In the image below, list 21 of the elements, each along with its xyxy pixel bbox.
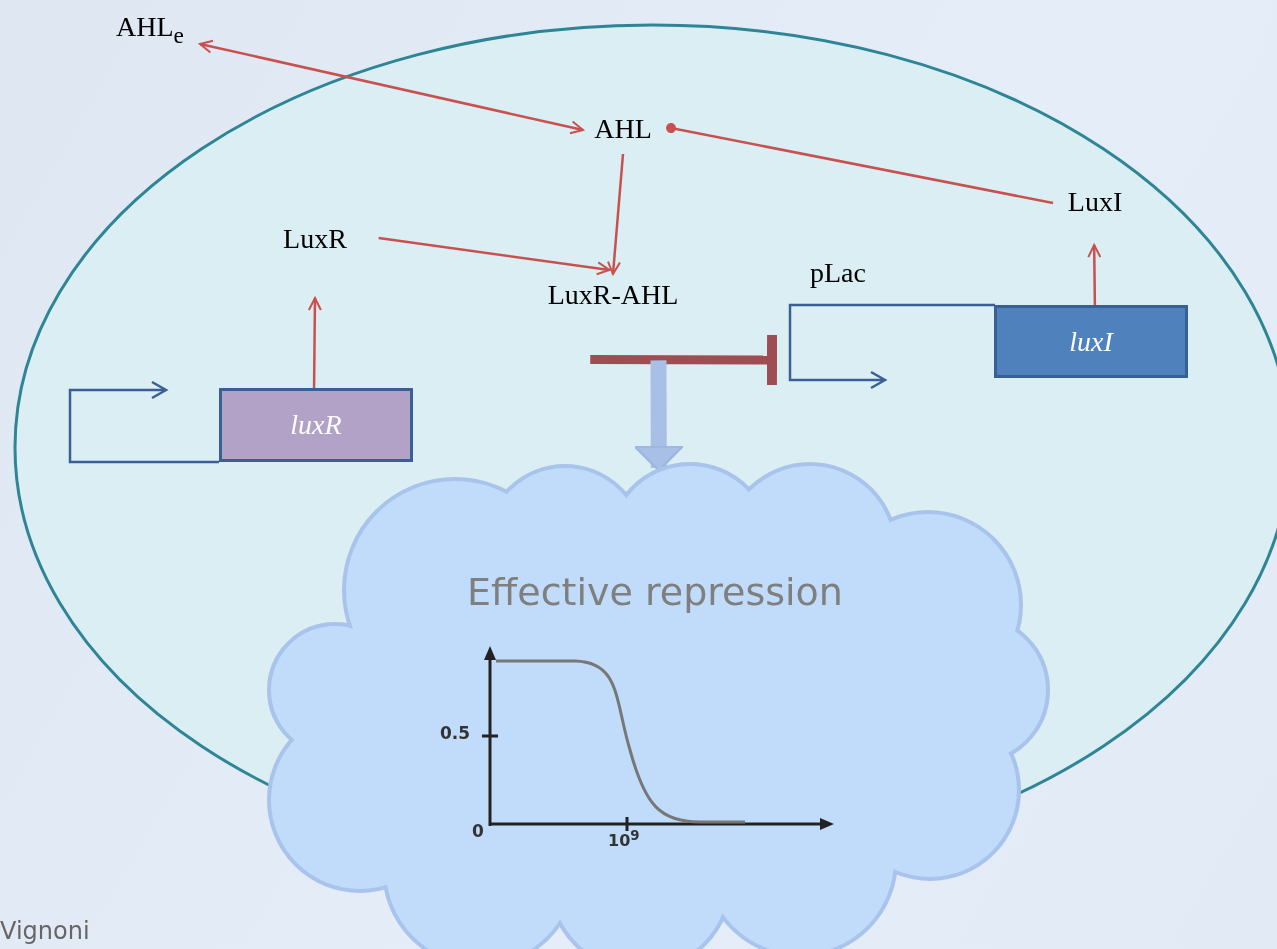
axis-tick-label: 0 [472,822,484,842]
molecule-label: LuxR-AHL [522,278,704,358]
inhibition-connector [666,123,1054,205]
molecule-label: AHL [583,112,663,152]
cloud-title: Effective repression [467,570,843,614]
arrow [1087,244,1102,305]
molecule-label: LuxI [1053,185,1137,225]
gene-box: luxR [219,388,413,462]
author-credit: Vignoni [0,918,90,946]
arrow [378,236,611,276]
arrow [307,297,322,388]
block-arrow [633,360,684,472]
inhibition-connector [590,335,778,386]
gene-box: luxI [994,305,1188,378]
molecule-label: AHL$_{e}$ [100,10,200,50]
axis-tick-label: 0.5 [440,724,471,744]
promoter-label: pLac [810,257,866,289]
molecule-label: LuxR [266,222,364,262]
arrow [607,153,625,275]
arrow [199,39,584,135]
axis-tick-label: 10$^{9}$ [608,828,640,851]
